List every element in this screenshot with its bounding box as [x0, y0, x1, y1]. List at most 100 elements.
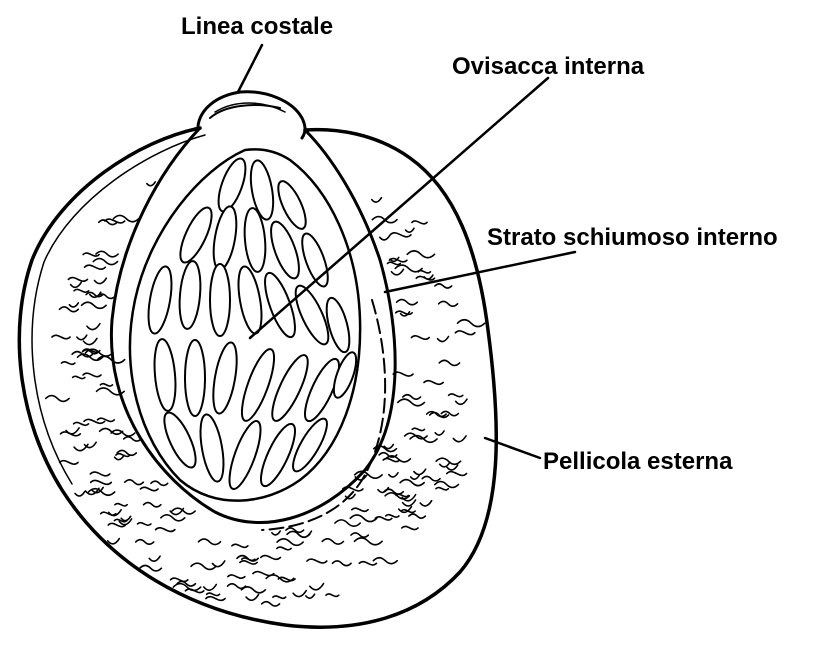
foam-squiggle: [409, 474, 421, 480]
foam-squiggle: [456, 318, 486, 328]
foam-squiggle: [377, 486, 390, 494]
leader-outer-pellicle: [483, 436, 542, 460]
foam-squiggle: [99, 511, 117, 516]
foam-squiggle: [73, 288, 90, 293]
foam-squiggle: [118, 518, 133, 526]
foam-squiggle: [107, 522, 127, 528]
foam-squiggle: [211, 560, 226, 568]
foam-squiggle: [384, 492, 411, 500]
foam-squiggle: [331, 560, 352, 567]
foam-squiggle: [231, 543, 249, 549]
foam-squiggle: [259, 554, 282, 561]
foam-squiggle: [358, 560, 378, 566]
foam-squiggle: [399, 311, 411, 317]
foam-squiggle: [115, 452, 131, 458]
foam-squiggle: [90, 486, 104, 494]
outer-pellicle: [17, 126, 499, 629]
foam-squiggle: [383, 443, 395, 450]
foam-squiggle: [395, 298, 419, 306]
foam-squiggle: [401, 493, 417, 502]
foam-squiggle: [321, 538, 345, 545]
foam-squiggle: [428, 411, 450, 419]
labels: Linea costale Ovisacca interna Strato sc…: [181, 13, 778, 475]
foam-squiggle: [394, 310, 413, 316]
foam-squiggle: [84, 487, 100, 496]
foam-squiggle: [96, 417, 116, 423]
foam-squiggle: [71, 350, 94, 358]
label-inner-ovisac: Ovisacca interna: [452, 53, 645, 80]
foam-squiggle: [154, 527, 176, 533]
foam-squiggle: [96, 355, 126, 364]
foam-squiggle: [197, 538, 222, 546]
foam-squiggle: [410, 335, 431, 341]
foam-squiggle: [306, 558, 328, 564]
foam-squiggle: [411, 220, 428, 225]
foam-squiggle: [384, 513, 400, 518]
foam-squiggle: [386, 261, 402, 266]
foam-squiggle: [44, 394, 70, 403]
foam-squiggle: [134, 538, 155, 546]
foam-squiggle: [67, 276, 89, 282]
foam-squiggle: [114, 502, 128, 507]
foam-squiggle: [92, 257, 119, 266]
foam-squiggle: [59, 431, 82, 437]
foam-squiggle: [241, 557, 256, 562]
foam-squiggle: [408, 513, 427, 519]
foam-squiggle: [344, 493, 356, 500]
egg-cluster: [147, 157, 358, 491]
foam-squiggle: [394, 264, 423, 273]
foam-squiggle: [411, 427, 426, 432]
foam-squiggle: [85, 291, 104, 298]
foam-squiggle: [395, 493, 410, 498]
foam-squiggle: [142, 501, 162, 508]
foam-squiggle: [74, 490, 86, 497]
foam-squiggle: [260, 600, 281, 607]
foam-squiggle: [139, 486, 159, 492]
foam-squiggle: [80, 301, 107, 310]
foam-squiggle: [98, 427, 124, 436]
foam-squiggle: [409, 434, 438, 444]
foam-squiggle: [95, 387, 126, 396]
foam-squiggle: [76, 353, 104, 362]
foam-squiggle: [150, 480, 169, 487]
foam-squiggle: [97, 219, 118, 226]
foam-squiggle: [136, 521, 152, 527]
foam-squiggle: [396, 398, 426, 407]
foam-squiggle: [58, 459, 79, 465]
foam-squiggle: [400, 508, 416, 514]
foam-squiggle: [51, 334, 71, 340]
foam-squiggle: [390, 268, 405, 276]
foam-squiggle: [83, 441, 97, 449]
foam-squiggle: [87, 487, 116, 497]
foam-squiggle: [202, 583, 218, 591]
foam-squiggle: [349, 514, 378, 523]
foam-squiggle: [406, 250, 436, 259]
foam-squiggle: [446, 464, 459, 471]
foam-squiggle: [388, 471, 399, 478]
foam-squiggle: [88, 291, 102, 299]
foam-squiggle: [116, 449, 138, 457]
leader-lines: [236, 43, 577, 460]
foam-squiggle: [374, 516, 393, 521]
foam-squiggle: [389, 232, 412, 238]
foam-squiggle: [334, 519, 362, 527]
foam-squiggle: [437, 300, 459, 307]
foam-squiggle: [271, 530, 282, 536]
foam-squiggle: [83, 264, 107, 270]
foam-squiggle: [400, 525, 419, 531]
foam-squiggle: [95, 250, 119, 258]
foam-squiggle: [72, 421, 90, 427]
foam-squiggle: [240, 586, 267, 594]
foam-squiggle: [89, 471, 111, 477]
foam-squiggle: [71, 375, 86, 380]
foam-squiggle: [438, 359, 461, 367]
foam-squiggle: [86, 322, 101, 331]
foam-squiggle: [89, 479, 113, 486]
foam-squiggle: [252, 570, 275, 577]
foam-squiggle: [205, 592, 221, 597]
foam-squiggle: [440, 410, 460, 417]
foam-squiggle: [350, 532, 370, 539]
foam-squiggle: [370, 196, 383, 203]
foam-squiggle: [69, 281, 83, 289]
